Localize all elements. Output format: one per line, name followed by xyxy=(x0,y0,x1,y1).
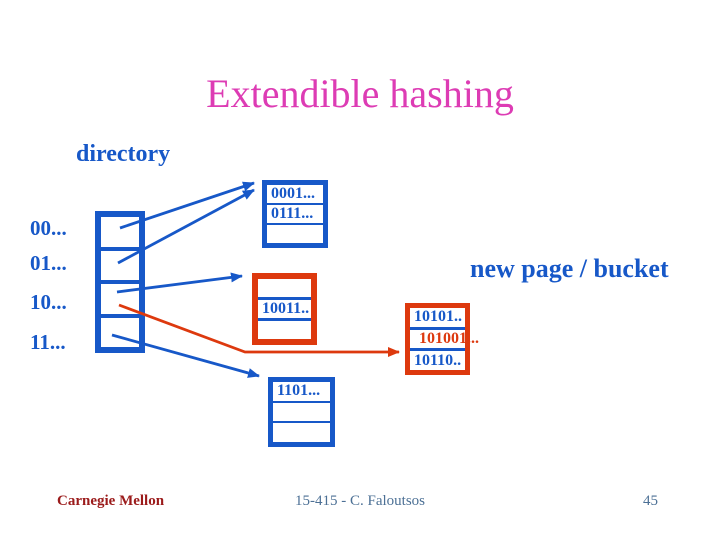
bucket-top: 0001... 0111... xyxy=(262,180,328,248)
bucket-row xyxy=(273,403,330,424)
bucket-row-highlighted: 101001... xyxy=(410,330,479,352)
bucket-row: 10110.. xyxy=(414,351,462,369)
directory-cell-11 xyxy=(101,313,139,348)
bucket-middle-split: 10011.. xyxy=(252,273,317,345)
slide-title: Extendible hashing xyxy=(206,71,514,116)
directory-entry-00: 00... xyxy=(30,216,67,240)
bucket-row: 10101.. xyxy=(410,308,465,330)
directory-label: directory xyxy=(76,141,171,167)
bucket-row: 0111... xyxy=(267,205,323,225)
bucket-bottom: 1101... xyxy=(268,377,335,447)
footer-course: 15-415 - C. Faloutsos xyxy=(294,493,425,509)
new-page-bucket-label: new page / bucket xyxy=(470,254,669,283)
footer-page-number: 45 xyxy=(643,493,658,509)
directory-entry-01: 01... xyxy=(30,251,67,275)
directory-entry-11: 11... xyxy=(30,330,66,354)
bucket-row xyxy=(267,225,323,243)
directory-table xyxy=(95,211,145,353)
directory-cell-00 xyxy=(101,217,139,247)
directory-cell-10 xyxy=(101,280,139,314)
bucket-row: 10011.. xyxy=(258,300,311,321)
directory-entry-10: 10... xyxy=(30,290,67,314)
bucket-row xyxy=(258,279,311,300)
directory-cell-01 xyxy=(101,246,139,281)
bucket-row xyxy=(273,423,330,442)
footer-brand: Carnegie Mellon xyxy=(57,493,165,509)
bucket-row: 0001... xyxy=(267,185,323,205)
bucket-row: 1101... xyxy=(273,382,330,403)
bucket-new-page: 10101.. 101001... 10110.. xyxy=(405,303,479,375)
bucket-row xyxy=(258,321,311,339)
